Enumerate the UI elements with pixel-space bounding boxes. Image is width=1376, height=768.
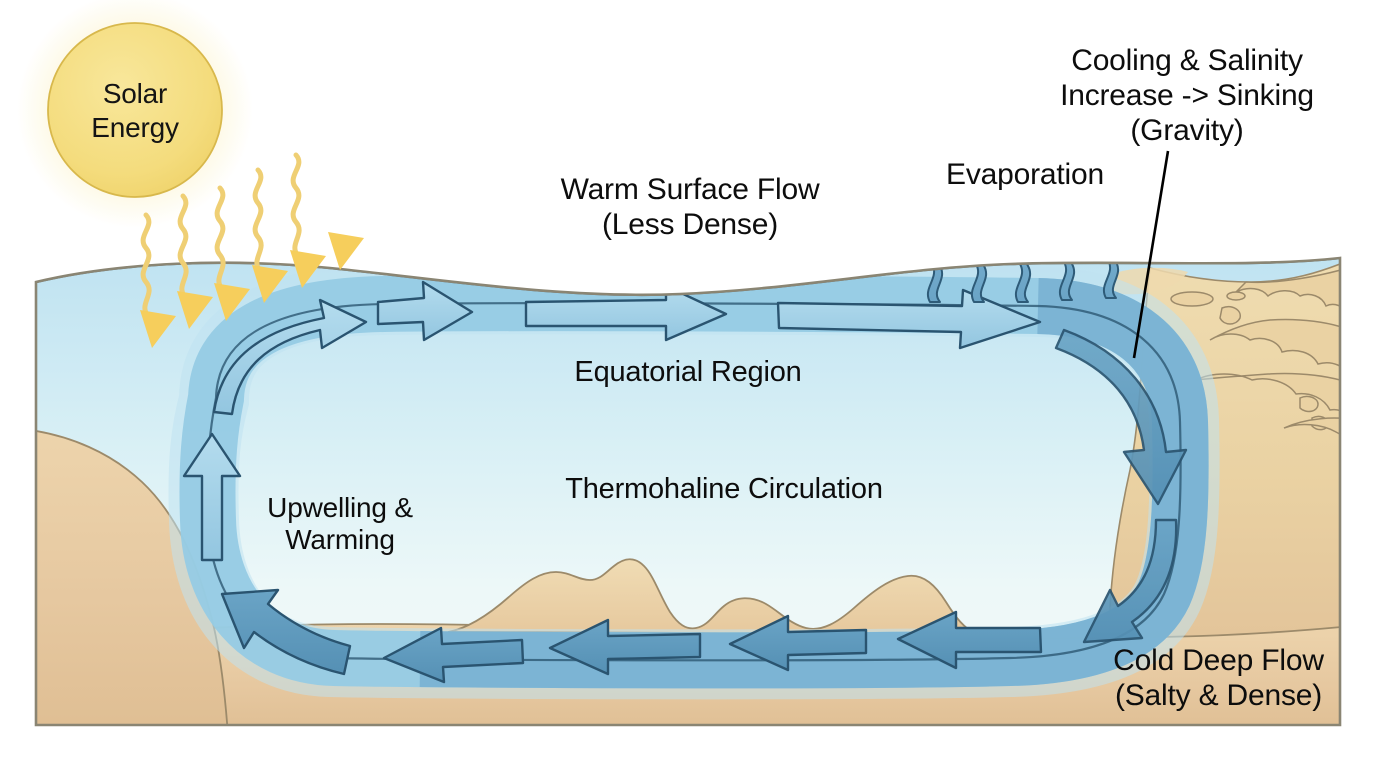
sun-label: Solar Energy bbox=[91, 78, 179, 143]
arrow-descending-lower bbox=[1082, 518, 1178, 644]
diagram-frame bbox=[34, 256, 1342, 727]
solar-ray-arrowheads bbox=[140, 232, 364, 348]
sinking-leader-line bbox=[1132, 150, 1170, 359]
solar-ray-arrows bbox=[140, 152, 302, 319]
arrow-surface-1 bbox=[376, 280, 474, 342]
ocean-body bbox=[36, 258, 1340, 725]
arrow-descending-upper bbox=[1054, 328, 1188, 506]
arrow-surface-3 bbox=[776, 288, 1042, 350]
arrow-deep-4 bbox=[382, 626, 525, 684]
arrow-upwelling bbox=[182, 432, 242, 562]
arrow-upper-left-curve bbox=[212, 298, 368, 416]
sun-disc bbox=[47, 22, 223, 198]
arrow-surface-2 bbox=[524, 284, 728, 342]
sun-group bbox=[17, 0, 253, 228]
coastline-outlines bbox=[1195, 267, 1340, 459]
arrow-deep-5 bbox=[220, 588, 352, 676]
evaporation-arrows bbox=[923, 258, 1133, 303]
islands bbox=[1170, 291, 1246, 307]
arrow-deep-3 bbox=[548, 618, 702, 676]
arrow-deep-2 bbox=[728, 614, 868, 672]
arrow-deep-1 bbox=[896, 610, 1043, 670]
